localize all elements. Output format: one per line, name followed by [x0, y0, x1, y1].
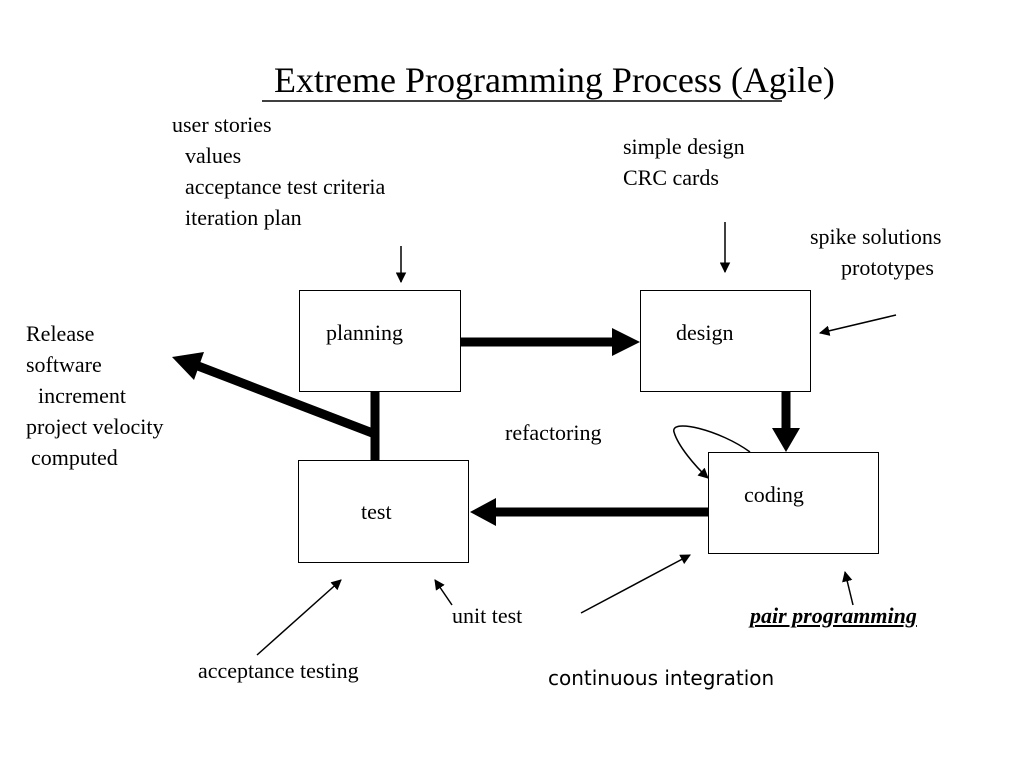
continuous-integration-label: continuous integration — [548, 666, 775, 690]
arrowhead-planning-to-design — [612, 328, 640, 356]
design-box-label: design — [676, 320, 734, 345]
planning-input-acceptance-criteria: acceptance test criteria — [185, 174, 386, 199]
spike-solutions-label: spike solutions — [810, 224, 942, 249]
release-increment-label: increment — [38, 383, 126, 408]
arrowhead-release — [172, 352, 204, 380]
design-box: design — [640, 290, 811, 392]
coding-box: coding — [708, 452, 879, 554]
pair-programming-label: pair programming — [750, 603, 917, 628]
planning-input-iteration-plan: iteration plan — [185, 205, 302, 230]
planning-box: planning — [299, 290, 461, 392]
planning-input-values: values — [185, 143, 242, 168]
arrow-release — [196, 361, 377, 439]
refactoring-loop — [673, 425, 751, 479]
refactoring-label: refactoring — [505, 420, 602, 445]
arrow-continuous-integration — [580, 554, 691, 614]
arrow-pair-programming — [842, 570, 854, 606]
arrow-unit-test — [434, 579, 453, 606]
planning-input-user-stories: user stories — [172, 112, 272, 137]
project-velocity-label: project velocity — [26, 414, 164, 439]
release-label: Release — [26, 321, 95, 346]
arrow-spike-input — [818, 314, 897, 336]
unit-test-label: unit test — [452, 603, 523, 628]
prototypes-label: prototypes — [841, 255, 934, 280]
arrow-acceptance-testing — [256, 579, 342, 656]
test-box-label: test — [361, 499, 392, 524]
velocity-computed-label: computed — [31, 445, 118, 470]
page-title: Extreme Programming Process (Agile) — [274, 60, 835, 100]
arrowhead-design-to-coding — [772, 428, 800, 452]
design-input-crc-cards: CRC cards — [623, 165, 719, 190]
acceptance-testing-label: acceptance testing — [198, 658, 359, 683]
test-box: test — [298, 460, 469, 563]
design-input-simple-design: simple design — [623, 134, 745, 159]
arrowhead-coding-to-test — [470, 498, 496, 526]
planning-box-label: planning — [326, 320, 403, 345]
coding-box-label: coding — [744, 482, 804, 507]
release-software-label: software — [26, 352, 102, 377]
